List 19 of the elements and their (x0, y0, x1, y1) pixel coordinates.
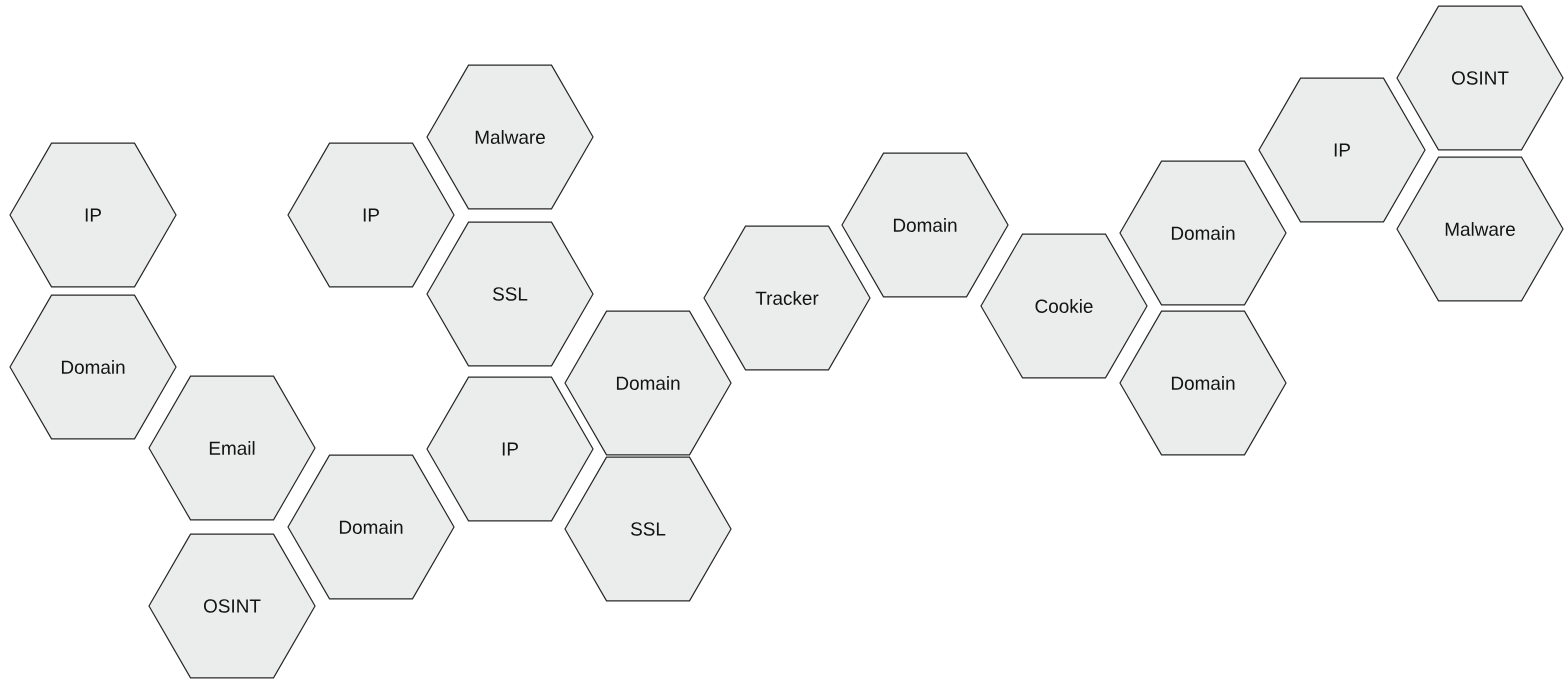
hexagon: SSL (426, 221, 594, 367)
hexagon: IP (287, 142, 455, 288)
hexagon: Email (148, 375, 316, 521)
hexagon: Domain (287, 454, 455, 600)
hexagon: OSINT (1396, 5, 1564, 151)
hexagon: IP (9, 142, 177, 288)
hexagon: Domain (564, 310, 732, 456)
hexagon: OSINT (148, 533, 316, 679)
hexagon: IP (1258, 77, 1426, 223)
hexagon: IP (426, 376, 594, 522)
hexagon: Domain (9, 294, 177, 440)
hexagon: Cookie (980, 233, 1148, 379)
hexagon: Malware (1396, 156, 1564, 302)
hexagon: SSL (564, 456, 732, 602)
hexagon: Domain (841, 152, 1009, 298)
hexagon: Domain (1119, 160, 1287, 306)
hexagon: Tracker (703, 225, 871, 371)
hexagon: Domain (1119, 310, 1287, 456)
hexagon: Malware (426, 64, 594, 210)
